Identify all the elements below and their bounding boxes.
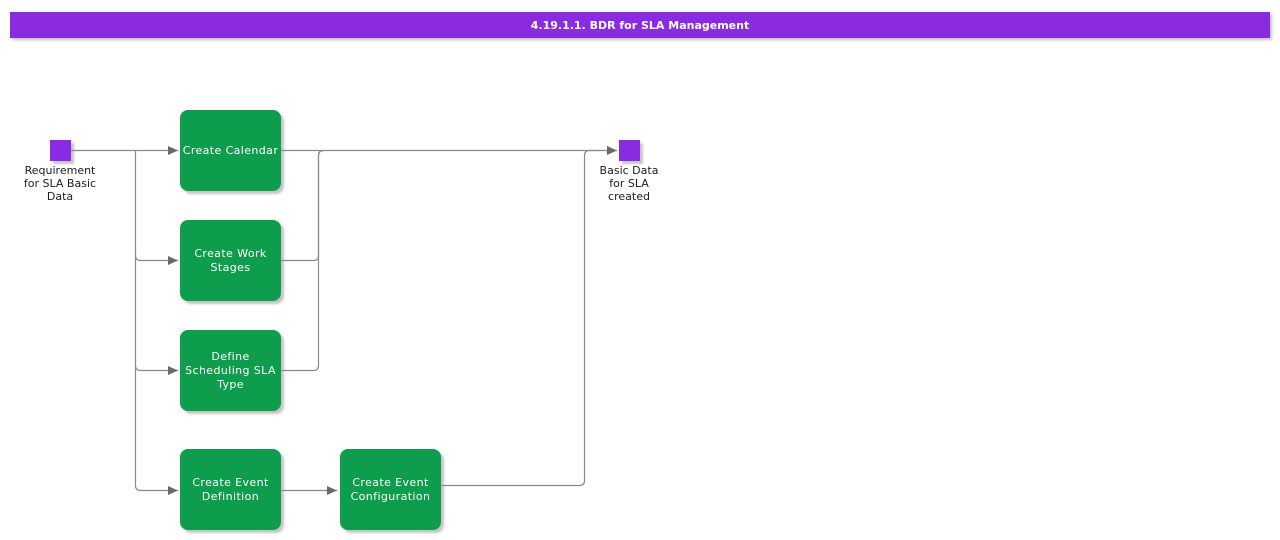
connector-define-scheduling-sla-type-merge (281, 149, 324, 372)
connector-start-to-create-work-stages (134, 255, 178, 265)
start-event-square[interactable] (50, 140, 71, 161)
task-create-calendar[interactable]: Create Calendar (180, 110, 281, 191)
connector-start-to-define-scheduling-sla-type (134, 365, 178, 375)
task-define-scheduling-sla-type[interactable]: Define Scheduling SLA Type (180, 330, 281, 411)
connector-start-to-create-event-definition (134, 150, 178, 495)
end-event-label: Basic Data for SLA created (599, 164, 659, 203)
task-create-event-configuration[interactable]: Create Event Configuration (340, 449, 441, 530)
connector-create-event-configuration-merge (441, 149, 600, 487)
task-create-work-stages[interactable]: Create Work Stages (180, 220, 281, 301)
diagram-title: 4.19.1.1. BDR for SLA Management (10, 12, 1270, 38)
connector-create-work-stages-merge (281, 149, 324, 262)
task-create-event-definition[interactable]: Create Event Definition (180, 449, 281, 530)
end-event-square[interactable] (619, 140, 640, 161)
start-event-label: Requirement for SLA Basic Data (23, 164, 97, 203)
